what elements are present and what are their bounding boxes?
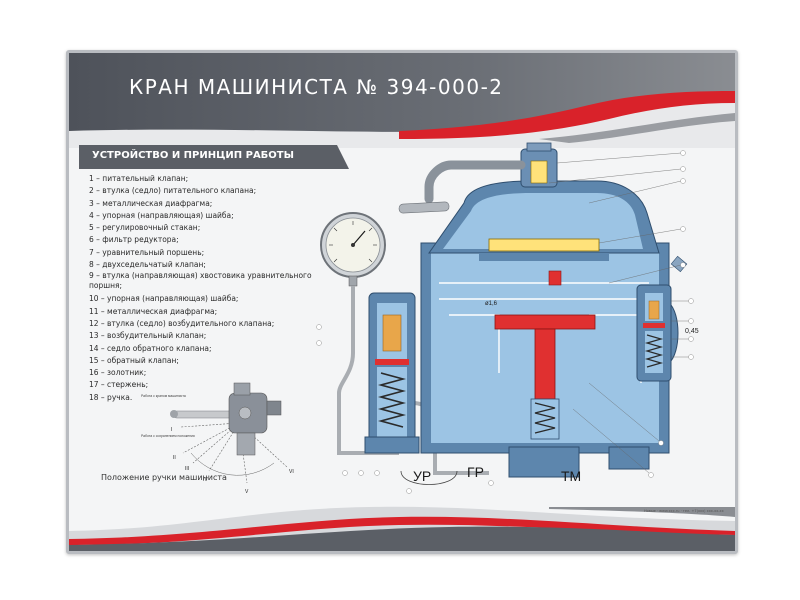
check-valve-assembly xyxy=(636,284,672,382)
handle-position-label: III xyxy=(185,466,189,472)
equalizing-piston xyxy=(494,314,596,330)
port-label-ur: УР xyxy=(413,468,431,484)
handle-position-label: II xyxy=(173,455,176,461)
valve-diagram: I II III IV V VI Работа с краном машинис… xyxy=(141,142,699,495)
dimension-label: ø1,6 xyxy=(485,301,498,307)
valve-body xyxy=(398,142,688,478)
handle-position-label: IV xyxy=(203,477,208,483)
handle-note: Работа с краном машиниста xyxy=(141,394,186,398)
legend-item: 11 – металлическая диафрагма; xyxy=(89,306,218,316)
handle-position-label: VI xyxy=(289,469,294,475)
handle-position-caption: Положение ручки машиниста xyxy=(101,473,227,482)
legend-item: 16 – золотник; xyxy=(89,368,147,378)
header-banner xyxy=(69,53,735,148)
legend-item: 4 – упорная (направляющая) шайба; xyxy=(89,210,234,220)
legend-item: 5 – регулировочный стакан; xyxy=(89,223,201,233)
legend-item: 1 – питательный клапан; xyxy=(89,174,189,183)
section-header-bg xyxy=(79,145,349,169)
port-labels: УР ГР ТМ ø1,6 0,45 xyxy=(400,301,699,485)
poster-title: КРАН МАШИНИСТА № 394-000-2 xyxy=(129,75,504,99)
legend-item: 13 – возбудительный клапан; xyxy=(89,331,207,341)
legend-item: 14 – седло обратного клапана; xyxy=(89,343,212,353)
legend-item: 8 – двухседельчатый клапан; xyxy=(89,260,206,270)
legend-item: 2 – втулка (седло) питательного клапана; xyxy=(89,186,257,196)
handle-position-label: V xyxy=(245,489,249,495)
section-title: УСТРОЙСТВО И ПРИНЦИП РАБОТЫ xyxy=(92,150,294,161)
legend-item: 17 – стержень; xyxy=(89,380,149,390)
legend-item: 3 – металлическая диафрагма; xyxy=(89,198,213,208)
poster-frame: КРАН МАШИНИСТА № 394-000-2 УСТРОЙСТВО И … xyxy=(66,50,738,554)
legend-item: 9 – втулка (направляющая) хвостовика ура… xyxy=(89,271,312,291)
port-label-gr: ГР xyxy=(467,464,484,480)
footer-credit: Новые · www.xxx.ru · тел. +7(xxx) xxx-xx… xyxy=(644,509,724,513)
dimension-label: 0,45 xyxy=(685,328,699,335)
handle-illustration: I II III IV V VI Работа с краном машинис… xyxy=(141,382,294,495)
legend-item: 18 – ручка. xyxy=(89,392,133,402)
gauge-needle xyxy=(352,230,366,246)
pressure-gauge xyxy=(320,212,386,287)
callout-markers xyxy=(316,150,694,494)
handle-lever xyxy=(173,410,235,419)
legend-item: 12 – втулка (седло) возбудительного клап… xyxy=(89,318,275,328)
footer-banner xyxy=(69,506,735,551)
legend-item: 10 – упорная (направляющая) шайба; xyxy=(89,294,239,304)
parts-legend: 1 – питательный клапан; 2 – втулка (седл… xyxy=(89,173,329,404)
handle-position-label: I xyxy=(171,427,172,433)
legend-item: 7 – уравнительный поршень; xyxy=(89,247,205,257)
callout-leaders xyxy=(548,152,689,474)
legend-item: 15 – обратный клапан; xyxy=(89,355,179,365)
feed-valve-assembly xyxy=(364,292,420,454)
port-label-tm: ТМ xyxy=(561,468,581,484)
handle-note: Работа с сохранением положения xyxy=(141,434,195,438)
legend-item: 6 – фильтр редуктора; xyxy=(89,235,179,245)
